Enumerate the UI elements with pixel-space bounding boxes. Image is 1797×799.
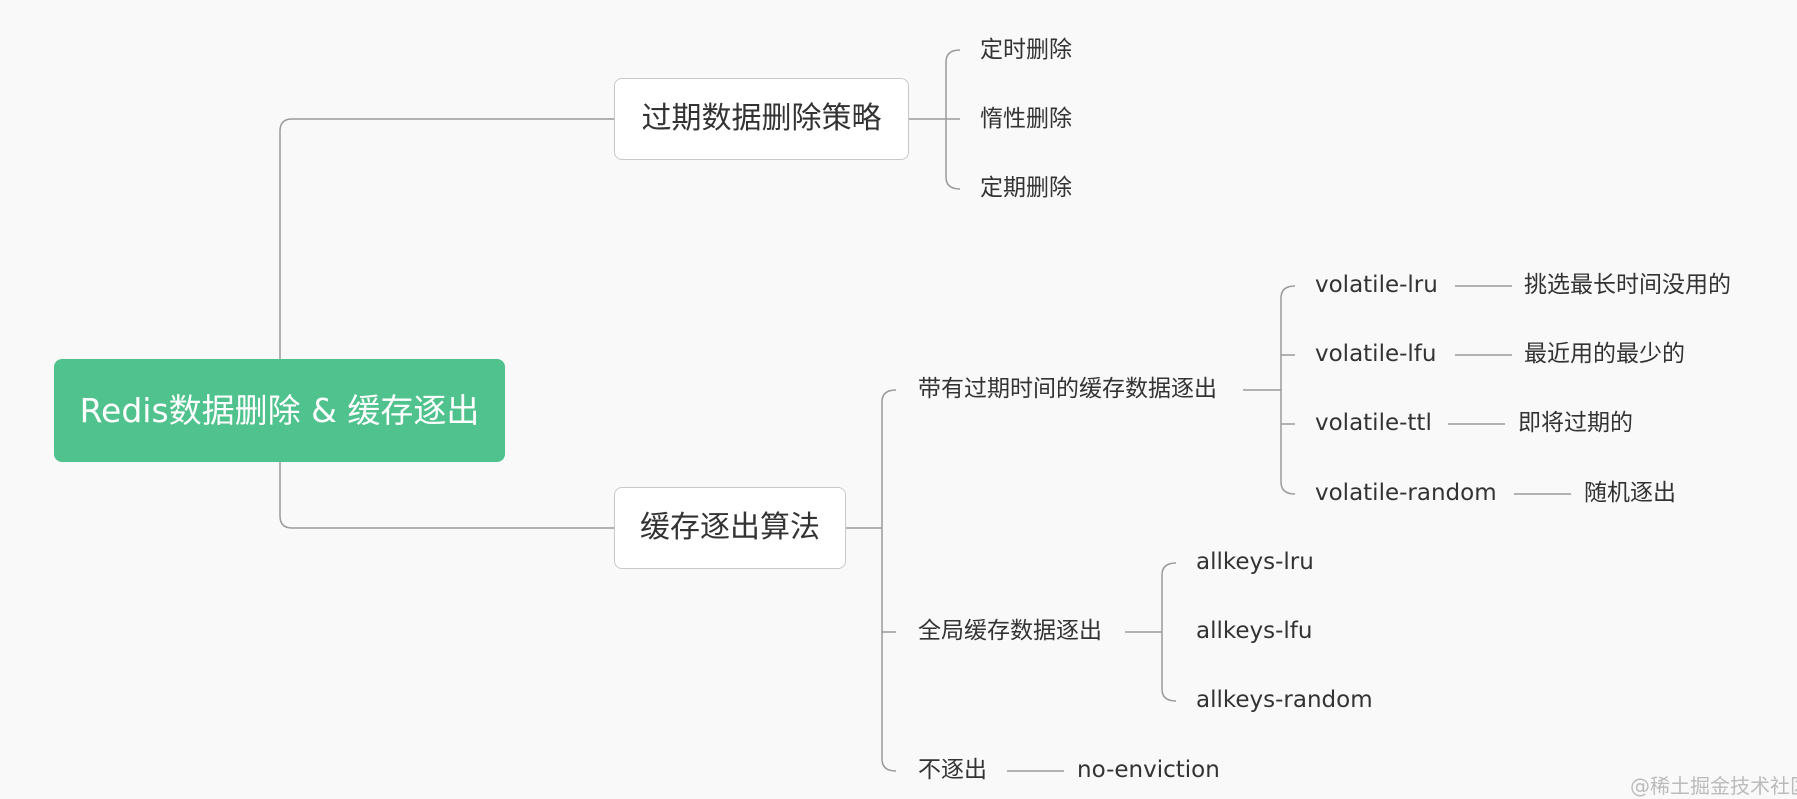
volatile-eviction-node[interactable]: 带有过期时间的缓存数据逐出 bbox=[918, 376, 1217, 402]
connector-allkeys-bracket bbox=[1161, 562, 1177, 702]
no-eviction-value-node[interactable]: no-enviction bbox=[1077, 757, 1220, 783]
watermark: @稀土掘金技术社区 bbox=[1630, 774, 1797, 798]
allkeys-eviction-node[interactable]: 全局缓存数据逐出 bbox=[918, 618, 1102, 644]
volatile-random-node[interactable]: volatile-random bbox=[1315, 480, 1497, 506]
connector-eviction-bracket bbox=[881, 389, 897, 772]
eviction-algorithm-node[interactable]: 缓存逐出算法 bbox=[614, 487, 846, 569]
no-eviction-node[interactable]: 不逐出 bbox=[918, 757, 987, 783]
volatile-lru-node[interactable]: volatile-lru bbox=[1315, 272, 1438, 298]
volatile-random-desc-node[interactable]: 随机逐出 bbox=[1584, 480, 1676, 506]
volatile-ttl-desc-node[interactable]: 即将过期的 bbox=[1518, 410, 1633, 436]
connector-root-expiration bbox=[279, 118, 614, 359]
volatile-lfu-desc-node[interactable]: 最近用的最少的 bbox=[1524, 341, 1685, 367]
volatile-ttl-node[interactable]: volatile-ttl bbox=[1315, 410, 1432, 436]
root-node[interactable]: Redis数据删除 & 缓存逐出 bbox=[54, 359, 505, 462]
allkeys-random-node[interactable]: allkeys-random bbox=[1196, 687, 1373, 713]
volatile-lfu-node[interactable]: volatile-lfu bbox=[1315, 341, 1437, 367]
connector-volatile-bracket bbox=[1280, 285, 1296, 495]
periodic-delete-node[interactable]: 定期删除 bbox=[980, 175, 1072, 201]
volatile-lru-desc-node[interactable]: 挑选最长时间没用的 bbox=[1524, 272, 1731, 298]
connector-root-eviction bbox=[279, 462, 614, 529]
allkeys-lfu-node[interactable]: allkeys-lfu bbox=[1196, 618, 1313, 644]
expiration-strategy-node[interactable]: 过期数据删除策略 bbox=[614, 78, 909, 160]
allkeys-lru-node[interactable]: allkeys-lru bbox=[1196, 549, 1314, 575]
lazy-delete-node[interactable]: 惰性删除 bbox=[980, 106, 1072, 132]
timed-delete-node[interactable]: 定时删除 bbox=[980, 37, 1072, 63]
